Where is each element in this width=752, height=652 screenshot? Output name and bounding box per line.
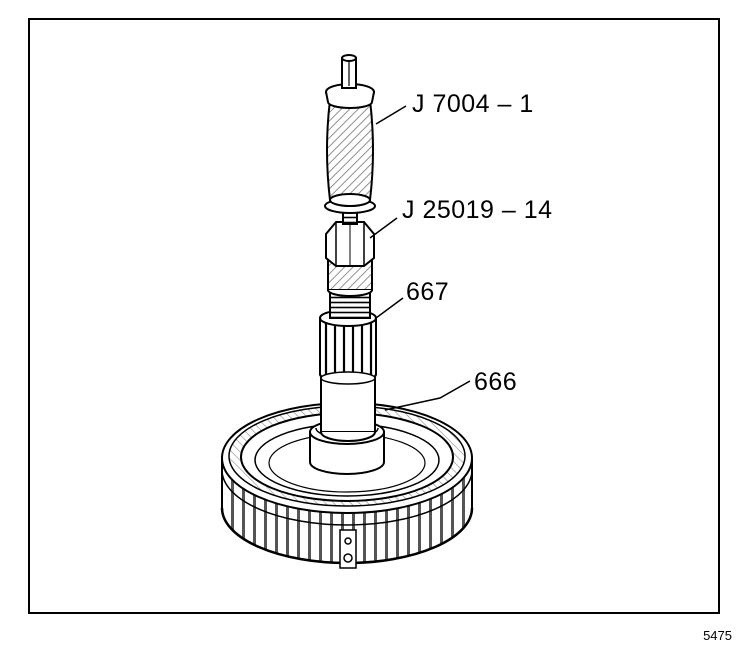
leader-j25019-14 <box>369 217 398 239</box>
adapter-j25019-14 <box>325 211 375 297</box>
leader-666 <box>384 380 471 411</box>
figure-number: 5475 <box>703 628 732 643</box>
drum-666 <box>220 377 474 569</box>
callout-666: 666 <box>474 368 518 396</box>
callout-j25019-14: J 25019 – 14 <box>402 196 553 224</box>
callout-667: 667 <box>406 278 450 306</box>
callout-j7004-1: J 7004 – 1 <box>412 90 534 118</box>
leader-667 <box>375 297 404 319</box>
handle-j7004-1 <box>324 54 376 214</box>
leader-j7004-1 <box>375 105 407 125</box>
leader-lines <box>369 105 471 411</box>
